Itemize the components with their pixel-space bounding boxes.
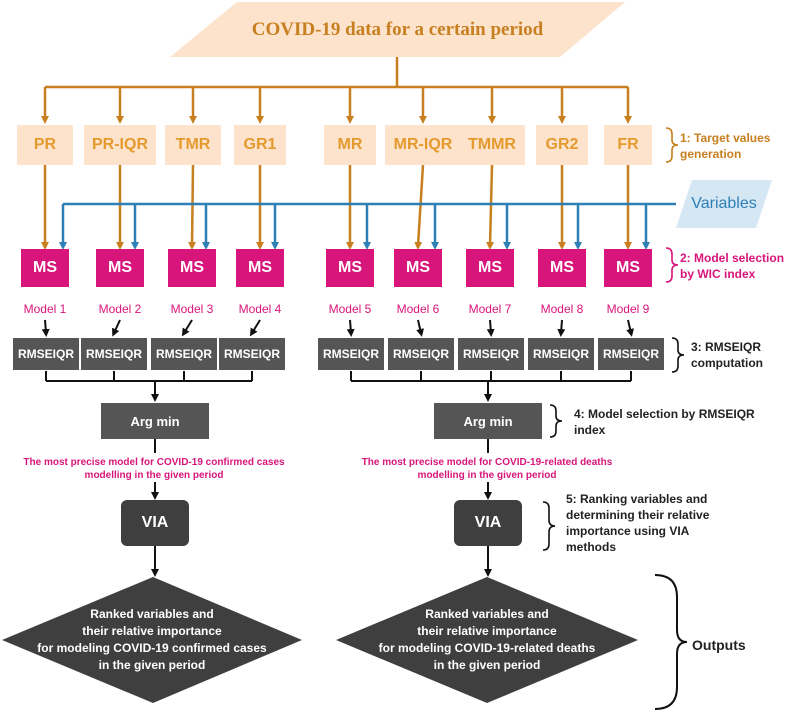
output-right-line3: for modeling COVID-19-related deaths xyxy=(378,641,596,655)
orange-target-ms-6 xyxy=(414,164,425,250)
precise-model-left: The most precise model for COVID-19 conf… xyxy=(0,456,308,482)
step-3-line2: computation xyxy=(691,356,763,370)
model-label-3: Model 3 xyxy=(170,302,214,316)
precise-model-left-line1: The most precise model for COVID-19 conf… xyxy=(23,457,285,468)
step-3-line1: 3: RMSEIQR xyxy=(691,340,762,354)
model-label-8: Model 8 xyxy=(540,302,584,316)
ms-box-1: MS xyxy=(21,249,69,287)
step-1-line2: generation xyxy=(680,147,742,161)
rmseiqr-box-9: RMSEIQR xyxy=(597,337,665,371)
orange-target-ms-3 xyxy=(188,164,197,250)
step-3-label: 3: RMSEIQR computation xyxy=(691,339,795,371)
brace-step-3 xyxy=(671,337,685,373)
rmseiqr-box-8: RMSEIQR xyxy=(527,337,595,371)
ms-box-2: MS xyxy=(96,249,144,287)
outputs-label: Outputs xyxy=(692,637,746,653)
target-box-tmmr: TMMR xyxy=(459,125,525,165)
brace-step-5 xyxy=(542,501,556,551)
data-source-title: COVID-19 data for a certain period xyxy=(251,18,544,40)
rmseiqr-box-1: RMSEIQR xyxy=(12,337,80,371)
brace-step-2 xyxy=(665,247,679,283)
output-left-line1: Ranked variables and xyxy=(90,607,214,621)
target-box-gr2: GR2 xyxy=(536,125,588,165)
brace-outputs xyxy=(654,574,688,710)
target-box-fr: FR xyxy=(604,125,652,165)
step-4-line2: index xyxy=(574,423,606,437)
step-2-line2: by WIC index xyxy=(680,267,756,281)
variables-label: Variables xyxy=(691,195,757,212)
output-left-line3: for modeling COVID-19 confirmed cases xyxy=(37,641,267,655)
step-5-line2: determining their relative xyxy=(566,508,710,522)
ms-to-rmse-arrow-7 xyxy=(486,319,495,337)
target-box-pr: PR xyxy=(17,125,73,165)
output-left-line2: their relative importance xyxy=(82,624,222,638)
via-box-right: VIA xyxy=(454,500,522,546)
rmseiqr-box-7: RMSEIQR xyxy=(457,337,525,371)
output-right-line4: in the given period xyxy=(433,658,541,672)
model-label-4: Model 4 xyxy=(238,302,282,316)
output-diamond-right xyxy=(336,577,638,703)
rmseiqr-box-5: RMSEIQR xyxy=(317,337,385,371)
via-box-left: VIA xyxy=(121,500,189,546)
step-4-label: 4: Model selection by RMSEIQR index xyxy=(574,406,794,438)
precise-model-right-line2: modelling in the given period xyxy=(417,470,557,481)
target-box-tmr: TMR xyxy=(165,125,221,165)
output-diamond-left xyxy=(2,577,302,703)
step-1-line1: 1: Target values xyxy=(680,131,771,145)
model-label-6: Model 6 xyxy=(396,302,440,316)
target-box-gr1: GR1 xyxy=(234,125,286,165)
step-5-line3: importance using VIA xyxy=(566,524,690,538)
precise-model-right-line1: The most precise model for COVID-19-rela… xyxy=(361,457,613,468)
target-box-pr-iqr: PR-IQR xyxy=(84,125,156,165)
step-2-label: 2: Model selection by WIC index xyxy=(680,250,795,282)
ms-to-rmse-arrow-4 xyxy=(249,319,261,337)
ms-box-9: MS xyxy=(604,249,652,287)
output-right-line1: Ranked variables and xyxy=(425,607,549,621)
orange-target-ms-7 xyxy=(486,164,495,250)
model-label-7: Model 7 xyxy=(468,302,512,316)
step-5-line4: methods xyxy=(566,540,617,554)
rmseiqr-box-2: RMSEIQR xyxy=(80,337,148,371)
ms-box-7: MS xyxy=(466,249,514,287)
ms-box-4: MS xyxy=(236,249,284,287)
ms-box-8: MS xyxy=(538,249,586,287)
ms-to-rmse-arrow-9 xyxy=(626,319,634,337)
ms-box-3: MS xyxy=(168,249,216,287)
step-5-label: 5: Ranking variables and determining the… xyxy=(566,491,794,555)
ms-to-rmse-arrow-5 xyxy=(346,319,355,337)
output-right-line2: their relative importance xyxy=(417,624,557,638)
brace-step-4 xyxy=(549,404,563,438)
variables-shape xyxy=(676,180,772,228)
output-text-left: Ranked variables and their relative impo… xyxy=(2,606,302,674)
ms-box-6: MS xyxy=(394,249,442,287)
ms-to-rmse-arrow-3 xyxy=(181,319,193,337)
ms-to-rmse-arrow-6 xyxy=(416,319,424,337)
rmseiqr-box-4: RMSEIQR xyxy=(218,337,286,371)
rmseiqr-box-3: RMSEIQR xyxy=(150,337,218,371)
model-label-9: Model 9 xyxy=(606,302,650,316)
step-1-label: 1: Target values generation xyxy=(680,130,795,162)
model-label-1: Model 1 xyxy=(23,302,67,316)
model-label-5: Model 5 xyxy=(328,302,372,316)
ms-to-rmse-arrow-1 xyxy=(41,319,50,337)
output-left-line4: in the given period xyxy=(98,658,206,672)
ms-to-rmse-arrow-8 xyxy=(557,319,566,337)
output-text-right: Ranked variables and their relative impo… xyxy=(336,606,638,674)
ms-box-5: MS xyxy=(326,249,374,287)
data-source-shape xyxy=(170,2,625,57)
model-label-2: Model 2 xyxy=(98,302,142,316)
precise-model-right: The most precise model for COVID-19-rela… xyxy=(333,456,641,482)
target-box-mr-iqr: MR-IQR xyxy=(385,125,461,165)
step-2-line1: 2: Model selection xyxy=(680,251,785,265)
rmseiqr-box-6: RMSEIQR xyxy=(387,337,455,371)
step-5-line1: 5: Ranking variables and xyxy=(566,492,708,506)
step-4-line1: 4: Model selection by RMSEIQR xyxy=(574,407,755,421)
target-box-mr: MR xyxy=(324,125,376,165)
ms-to-rmse-arrow-2 xyxy=(112,319,121,337)
brace-step-1 xyxy=(665,127,679,163)
argmin-box-right: Arg min xyxy=(434,403,542,439)
argmin-box-left: Arg min xyxy=(101,403,209,439)
precise-model-left-line2: modelling in the given period xyxy=(84,470,224,481)
